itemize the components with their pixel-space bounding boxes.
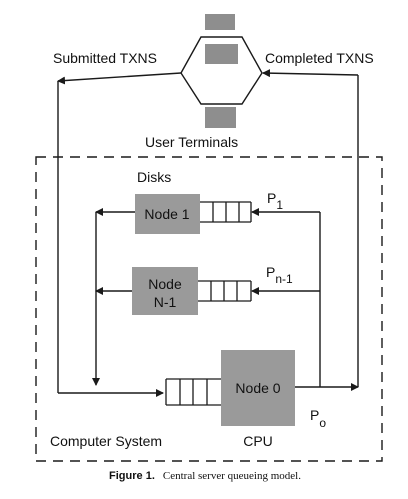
figure-caption: Figure 1.Central server queueing model. [109, 470, 301, 482]
pn1-label: Pn-1 [266, 264, 293, 286]
terminal-middle [205, 44, 238, 64]
computer-system-boundary [35, 156, 383, 462]
submitted-label: Submitted TXNS [53, 50, 157, 66]
terminal-top [205, 14, 235, 30]
node1-queue [200, 201, 252, 223]
node1-box [135, 194, 200, 234]
p1-label: P1 [267, 190, 283, 212]
node0-label: Node 0 [235, 380, 280, 396]
nodeN1-queue [198, 280, 252, 302]
cpu-label: CPU [243, 433, 273, 449]
p0-label: Po [310, 407, 326, 430]
nodeN1-label-line1: Node [148, 276, 182, 292]
user-terminals-label: User Terminals [145, 134, 238, 150]
nodeN1-label-line2: N-1 [154, 294, 177, 310]
completed-link [262, 69, 359, 78]
cpu-queue [165, 378, 221, 406]
completed-label: Completed TXNS [265, 50, 374, 66]
submitted-link [57, 72, 182, 85]
computer-system-label: Computer System [50, 433, 162, 449]
node0-box [221, 350, 295, 426]
nodeN1-box [132, 267, 198, 315]
node1-label: Node 1 [144, 206, 189, 222]
terminal-bottom [205, 107, 236, 128]
disks-label: Disks [137, 169, 171, 185]
